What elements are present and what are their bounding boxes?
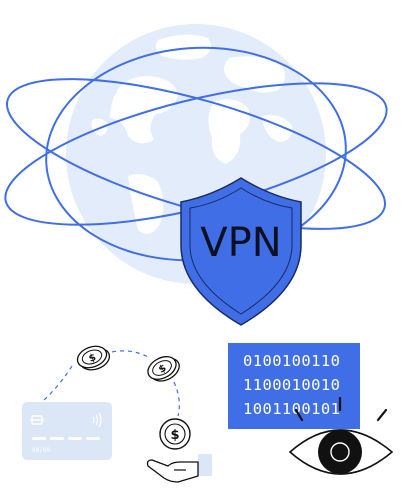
binary-data-panel: 0100100110 1100010010 1001100101 [228,343,360,429]
credit-card-icon: 00/00 [22,402,112,460]
contactless-icon [92,412,102,428]
chip-icon [30,415,44,425]
payment-flow: 00/00 $ $ $ [22,345,212,483]
hand-icon [146,454,212,483]
coin-icon: $ [147,356,180,382]
dollar-coin-icon: $ [159,418,191,450]
svg-text:$: $ [157,363,168,376]
binary-line: 1100010010 [243,376,340,394]
svg-text:$: $ [170,428,179,443]
coin-icon: $ [76,345,111,371]
vpn-label: VPN [200,220,281,266]
vpn-shield-icon: VPN [180,177,302,326]
eye-icon [288,396,394,475]
card-expiry: 00/00 [32,447,50,454]
binary-line: 1001100101 [243,400,340,418]
svg-text:$: $ [87,352,97,365]
binary-line: 0100100110 [243,352,340,370]
